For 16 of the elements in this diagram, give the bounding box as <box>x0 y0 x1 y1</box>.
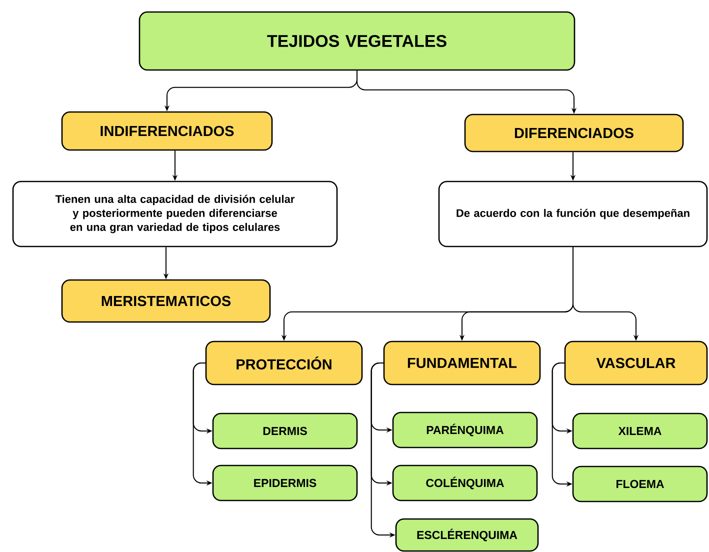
tissue-box: PARÉNQUIMA <box>392 412 538 448</box>
tissue-box: ESCLÉRENQUIMA <box>395 518 539 552</box>
description-box: Tienen una alta capacidad de división celular y posteriormente pueden diferenciarse en una gran variedad de tipos celulares <box>12 180 338 248</box>
category-box: INDIFERENCIADOS <box>61 111 273 151</box>
category-box: PROTECCIÓN <box>205 340 363 386</box>
category-box: DIFERENCIADOS <box>464 114 684 152</box>
tissue-box: EPIDERMIS <box>212 464 358 502</box>
tissue-box: COLÉNQUIMA <box>392 464 538 502</box>
category-box: VASCULAR <box>564 340 708 386</box>
description-box: De acuerdo con la función que desempeñan <box>438 180 708 248</box>
tissue-box: DERMIS <box>212 412 358 450</box>
category-box: MERISTEMATICOS <box>61 279 271 323</box>
tissue-box: FLOEMA <box>572 466 708 502</box>
tissue-box: XILEMA <box>572 412 708 450</box>
category-box: FUNDAMENTAL <box>383 340 541 386</box>
title-box: TEJIDOS VEGETALES <box>138 11 576 71</box>
